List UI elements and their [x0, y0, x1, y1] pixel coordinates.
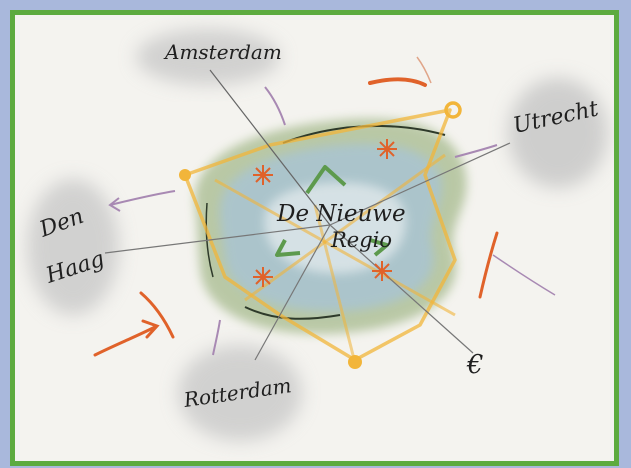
orange-burst-ne — [377, 139, 397, 159]
orange-arrow-ne — [370, 79, 425, 85]
region-sketch: De Nieuwe Regio Amsterdam Utrecht Den Ha… — [15, 15, 614, 461]
purple-arrow-amsterdam — [265, 87, 285, 125]
center-label-line2: Regio — [330, 228, 392, 252]
yellow-node-nw — [179, 169, 191, 181]
euro-symbol: € — [466, 350, 484, 380]
orange-arrow-e — [480, 233, 497, 297]
purple-arrow-den-haag — [110, 191, 175, 205]
orange-burst-se — [372, 261, 392, 281]
orange-arrow-sw-2 — [95, 327, 155, 355]
yellow-node-s — [348, 355, 362, 369]
cloud-den-haag — [27, 179, 119, 315]
purple-arrow-ne-thin — [417, 57, 431, 83]
purple-arrow-e-thin — [493, 255, 555, 295]
city-label-amsterdam: Amsterdam — [163, 40, 282, 64]
orange-burst-sw — [253, 267, 273, 287]
purple-arrow-utrecht — [455, 145, 497, 157]
sketch-frame: De Nieuwe Regio Amsterdam Utrecht Den Ha… — [10, 10, 619, 466]
orange-burst-nw — [253, 165, 273, 185]
center-label-line1: De Nieuwe — [276, 201, 406, 227]
